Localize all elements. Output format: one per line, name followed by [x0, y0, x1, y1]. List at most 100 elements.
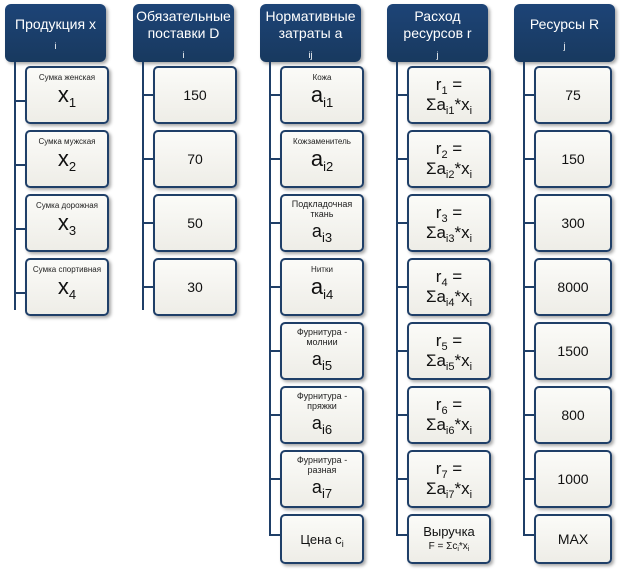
- formula-part: Σai6*xi: [425, 415, 473, 437]
- product-label: Сумка спортивная: [32, 265, 102, 274]
- norm-label: Нитки: [311, 265, 333, 274]
- formula-part: *x: [454, 223, 470, 242]
- header-consumption-line2: ресурсов r: [403, 24, 472, 41]
- formula-part: Σai5*xi: [425, 351, 473, 373]
- formula-part: r: [435, 331, 442, 350]
- consumption-item: r1 = Σai1*xi: [407, 66, 491, 124]
- header-norms-sub: ij: [308, 49, 313, 60]
- branch: [523, 478, 535, 480]
- delivery-value: 70: [187, 151, 203, 167]
- norm-var: a: [311, 221, 322, 241]
- product-var: x: [57, 274, 69, 299]
- formula-subscript: i: [469, 361, 473, 373]
- resource-value: 300: [561, 215, 585, 231]
- formula-part: Σa: [425, 351, 446, 370]
- product-label: Сумка дорожная: [35, 201, 98, 210]
- branch: [269, 286, 281, 288]
- revenue-item: Выручка F = Σci*xi: [407, 514, 491, 564]
- header-resources-text: Ресурсы R: [529, 16, 600, 32]
- formula-subscript: i: [469, 233, 473, 245]
- product-label: Сумка мужская: [38, 137, 96, 146]
- formula-part: Σa: [425, 415, 446, 434]
- resource-value: 800: [561, 407, 585, 423]
- norm-item: Фурнитура - разная ai7: [280, 450, 364, 508]
- consumption-item: r4 = Σai4*xi: [407, 258, 491, 316]
- formula-part: Σai1*xi: [426, 95, 473, 117]
- header-deliveries-sub: i: [182, 49, 185, 60]
- resource-item: 1000: [534, 450, 612, 508]
- formula-subscript: i: [469, 489, 473, 501]
- product-label: Сумка женская: [38, 73, 96, 82]
- consumption-item: r5 = Σai5*xi: [407, 322, 491, 380]
- formula-part: Σa: [425, 223, 446, 242]
- norm-var: a: [310, 274, 324, 299]
- resource-value: 8000: [557, 279, 589, 295]
- resource-item: 75: [534, 66, 612, 124]
- branch: [523, 158, 535, 160]
- branch: [14, 228, 26, 230]
- formula-subscript: i2: [445, 169, 455, 181]
- norm-var-sub: i1: [323, 95, 334, 110]
- branch: [523, 534, 535, 536]
- header-resources-sub: j: [563, 41, 566, 51]
- connector-resources: [523, 62, 525, 535]
- resource-item: 800: [534, 386, 612, 444]
- formula-subscript: i: [469, 169, 473, 181]
- header-consumption-line1: Расход: [414, 7, 461, 24]
- header-products-sub: i: [54, 41, 57, 51]
- branch: [396, 350, 408, 352]
- branch: [396, 158, 408, 160]
- formula-part: =: [447, 203, 463, 222]
- consumption-item: r2 = Σai2*xi: [407, 130, 491, 188]
- formula-subscript: i1: [445, 105, 455, 117]
- formula-part: *x: [454, 351, 470, 370]
- connector-deliveries: [142, 62, 144, 310]
- resource-item: MAX: [534, 514, 612, 564]
- norm-var: a: [310, 146, 324, 171]
- formula-subscript: i5: [445, 361, 455, 373]
- header-resources: Ресурсы R j: [514, 4, 615, 62]
- formula-subscript: i: [469, 105, 473, 117]
- branch: [142, 286, 154, 288]
- delivery-item: 50: [153, 194, 237, 252]
- norm-label: Кожзаменитель: [293, 137, 351, 146]
- norm-item: Фурнитура - молнии ai5: [280, 322, 364, 380]
- resource-value: 1000: [557, 471, 589, 487]
- branch: [269, 350, 281, 352]
- branch: [269, 158, 281, 160]
- norm-label: Фурнитура - пряжки: [296, 391, 348, 411]
- formula-subscript: 1: [441, 85, 448, 97]
- product-item: Сумка женская x1: [25, 66, 109, 124]
- product-var: x: [57, 82, 69, 107]
- norm-item: Фурнитура - пряжки ai6: [280, 386, 364, 444]
- formula-part: *x: [458, 541, 468, 552]
- formula-part: Σa: [425, 479, 446, 498]
- norm-label: Фурнитура - молнии: [296, 327, 348, 347]
- branch: [269, 94, 281, 96]
- consumption-item: r3 = Σai3*xi: [407, 194, 491, 252]
- delivery-value: 150: [183, 87, 207, 103]
- product-item: Сумка мужская x2: [25, 130, 109, 188]
- branch: [14, 292, 26, 294]
- formula-part: r2 =: [436, 139, 462, 161]
- formula-subscript: i: [467, 546, 470, 553]
- branch: [396, 286, 408, 288]
- formula-subscript: 4: [441, 277, 448, 289]
- formula-part: r1 =: [436, 75, 462, 97]
- branch: [269, 222, 281, 224]
- norm-var: a: [311, 413, 322, 433]
- header-norms-line2: затраты a: [278, 24, 343, 41]
- norm-label: Кожа: [312, 73, 332, 82]
- formula-subscript: i4: [445, 297, 455, 309]
- formula-part: =: [447, 395, 463, 414]
- delivery-value: 30: [187, 279, 203, 295]
- norm-item: Подкладочная ткань ai3: [280, 194, 364, 252]
- revenue-formula: F = Σci*xi: [429, 540, 470, 554]
- formula-part: r6 =: [436, 395, 463, 417]
- formula-subscript: i: [469, 425, 473, 437]
- product-var-sub: 4: [68, 287, 77, 302]
- formula-part: Σai7*xi: [425, 479, 473, 501]
- norm-var-sub: i5: [321, 358, 333, 373]
